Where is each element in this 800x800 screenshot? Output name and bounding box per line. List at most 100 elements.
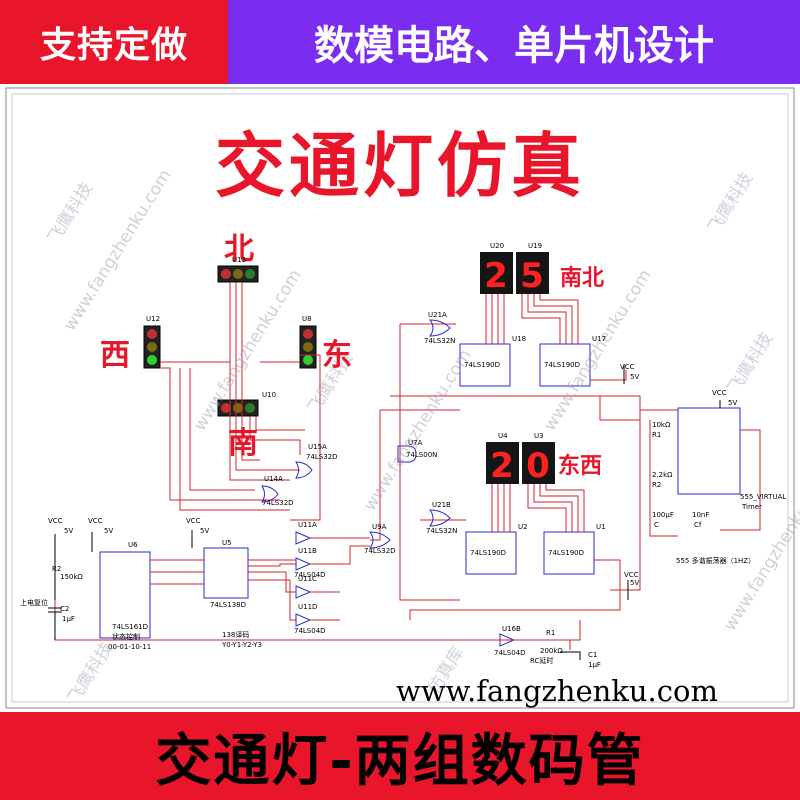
counter-chips (99, 343, 741, 639)
label-rc: RC延时 (530, 657, 554, 665)
schematic-sheet: 2 5 2 0 (0, 84, 800, 712)
label-u16b: U16B (502, 625, 521, 633)
label-state-seq: 00-01-10-11 (108, 643, 152, 651)
label-u11a: U11A (298, 521, 317, 529)
traffic-light-west (143, 325, 161, 369)
label-c2: C2 (60, 605, 70, 613)
label-u17: U17 (592, 335, 607, 343)
light-wires (160, 282, 321, 521)
page-title: 交通灯仿真 (215, 125, 585, 207)
label-u21b: U21B (432, 501, 451, 509)
top-banner: 支持定做 数模电路、单片机设计 (0, 0, 800, 84)
label-u9a-type: 74LS32D (364, 547, 396, 555)
label-c-osc: 100μF (652, 511, 674, 519)
label-vcc-3: VCC (186, 517, 201, 525)
direction-south: 南 (228, 426, 258, 461)
label-u18-type: 74LS190D (464, 361, 501, 369)
chip-u18 (459, 343, 511, 387)
design-service-banner: 数模电路、单片机设计 (228, 0, 800, 84)
display-ns-label: 南北 (560, 266, 605, 291)
label-v5-3: 5V (200, 527, 210, 535)
label-rc-r1: R1 (546, 629, 556, 637)
label-u15a: U15A (308, 443, 327, 451)
traffic-light-south (217, 399, 259, 417)
label-r2-osc: 2.2kΩ (652, 471, 673, 479)
label-u21a: U21A (428, 311, 447, 319)
label-u7a-type: 74LS00N (406, 451, 438, 459)
label-rc-c1-val: 1μF (588, 661, 601, 669)
label-v5-4: 5V (630, 373, 640, 381)
sheet-inner-border (11, 93, 789, 703)
label-u11b: U11B (298, 547, 317, 555)
label-u1: U1 (596, 523, 606, 531)
label-r2: R2 (52, 565, 62, 573)
label-u3: U3 (534, 432, 544, 440)
direction-east: 东 (322, 338, 352, 373)
gate-u14a (261, 485, 279, 503)
label-r1-ref: R1 (652, 431, 662, 439)
inverter-u11a (295, 531, 312, 545)
label-555-sub: Timer (742, 503, 763, 511)
label-vcc-6: VCC (624, 571, 639, 579)
gate-u21a (429, 319, 451, 337)
label-u18: U18 (512, 335, 527, 343)
label-u5: U5 (222, 539, 232, 547)
label-r2-osc-ref: R2 (652, 481, 662, 489)
direction-west: 西 (100, 338, 130, 373)
label-u21b-type: 74LS32N (426, 527, 458, 535)
label-vcc-4: VCC (620, 363, 635, 371)
display-ew-digit-2: 0 (526, 446, 550, 486)
label-u11d-type: 74LS04D (294, 627, 326, 635)
label-u14a-type: 74LS32D (262, 499, 294, 507)
label-u2: U2 (518, 523, 528, 531)
label-decode: 138译码 (222, 631, 250, 639)
display-ns-digit-2: 5 (520, 256, 544, 296)
left-rc-network (48, 364, 721, 660)
label-cf-ref: Cf (694, 521, 702, 529)
display-ew-digit-1: 2 (490, 446, 514, 486)
display-ns: 2 5 (480, 252, 549, 296)
chip-u6 (99, 551, 151, 639)
label-c-osc-ref: C (654, 521, 659, 529)
gate-u21b (429, 509, 451, 527)
website-url: www.fangzhenku.com (396, 674, 718, 708)
chip-u5 (203, 547, 249, 599)
label-u1-type: 74LS190D (548, 549, 585, 557)
chip-u1 (543, 531, 595, 575)
chip-u2 (465, 531, 517, 575)
bottom-banner: 交通灯-两组数码管 (0, 712, 800, 800)
display-ew: 2 0 (486, 442, 555, 486)
gate-u15a (295, 461, 313, 479)
label-u6-type: 74LS161D (112, 623, 149, 631)
label-v5-5: 5V (728, 399, 738, 407)
label-state-ctrl: 状态控制 (112, 633, 140, 641)
display-wires (370, 294, 761, 620)
label-u13: U13 (232, 256, 247, 264)
label-u19: U19 (528, 242, 543, 250)
display-ew-label: 东西 (558, 454, 603, 479)
label-u17-type: 74LS190D (544, 361, 581, 369)
label-vcc-5: VCC (712, 389, 727, 397)
label-u11d: U11D (298, 603, 318, 611)
label-r1: 10kΩ (652, 421, 671, 429)
label-555-type: 555_VIRTUAL (740, 493, 787, 501)
label-u21a-type: 74LS32N (424, 337, 456, 345)
label-osc: 555 多谐振荡器（1HZ） (676, 557, 756, 565)
label-vcc-2: VCC (88, 517, 103, 525)
gate-u7a (397, 445, 417, 463)
label-u14a: U14A (264, 475, 283, 483)
display-ns-digit-1: 2 (484, 256, 508, 296)
label-v5-6: 5V (630, 579, 640, 587)
label-c2-val: 1μF (62, 615, 75, 623)
gate-u9a (369, 531, 391, 549)
label-u12: U12 (146, 315, 161, 323)
direction-north: 北 (224, 232, 254, 267)
label-u15a-type: 74LS32D (306, 453, 338, 461)
label-r2-val: 150kΩ (60, 573, 83, 581)
chip-u17 (539, 343, 591, 387)
label-u6: U6 (128, 541, 138, 549)
label-u2-type: 74LS190D (470, 549, 507, 557)
sheet-border (5, 87, 795, 709)
label-rc-c1: C1 (588, 651, 598, 659)
